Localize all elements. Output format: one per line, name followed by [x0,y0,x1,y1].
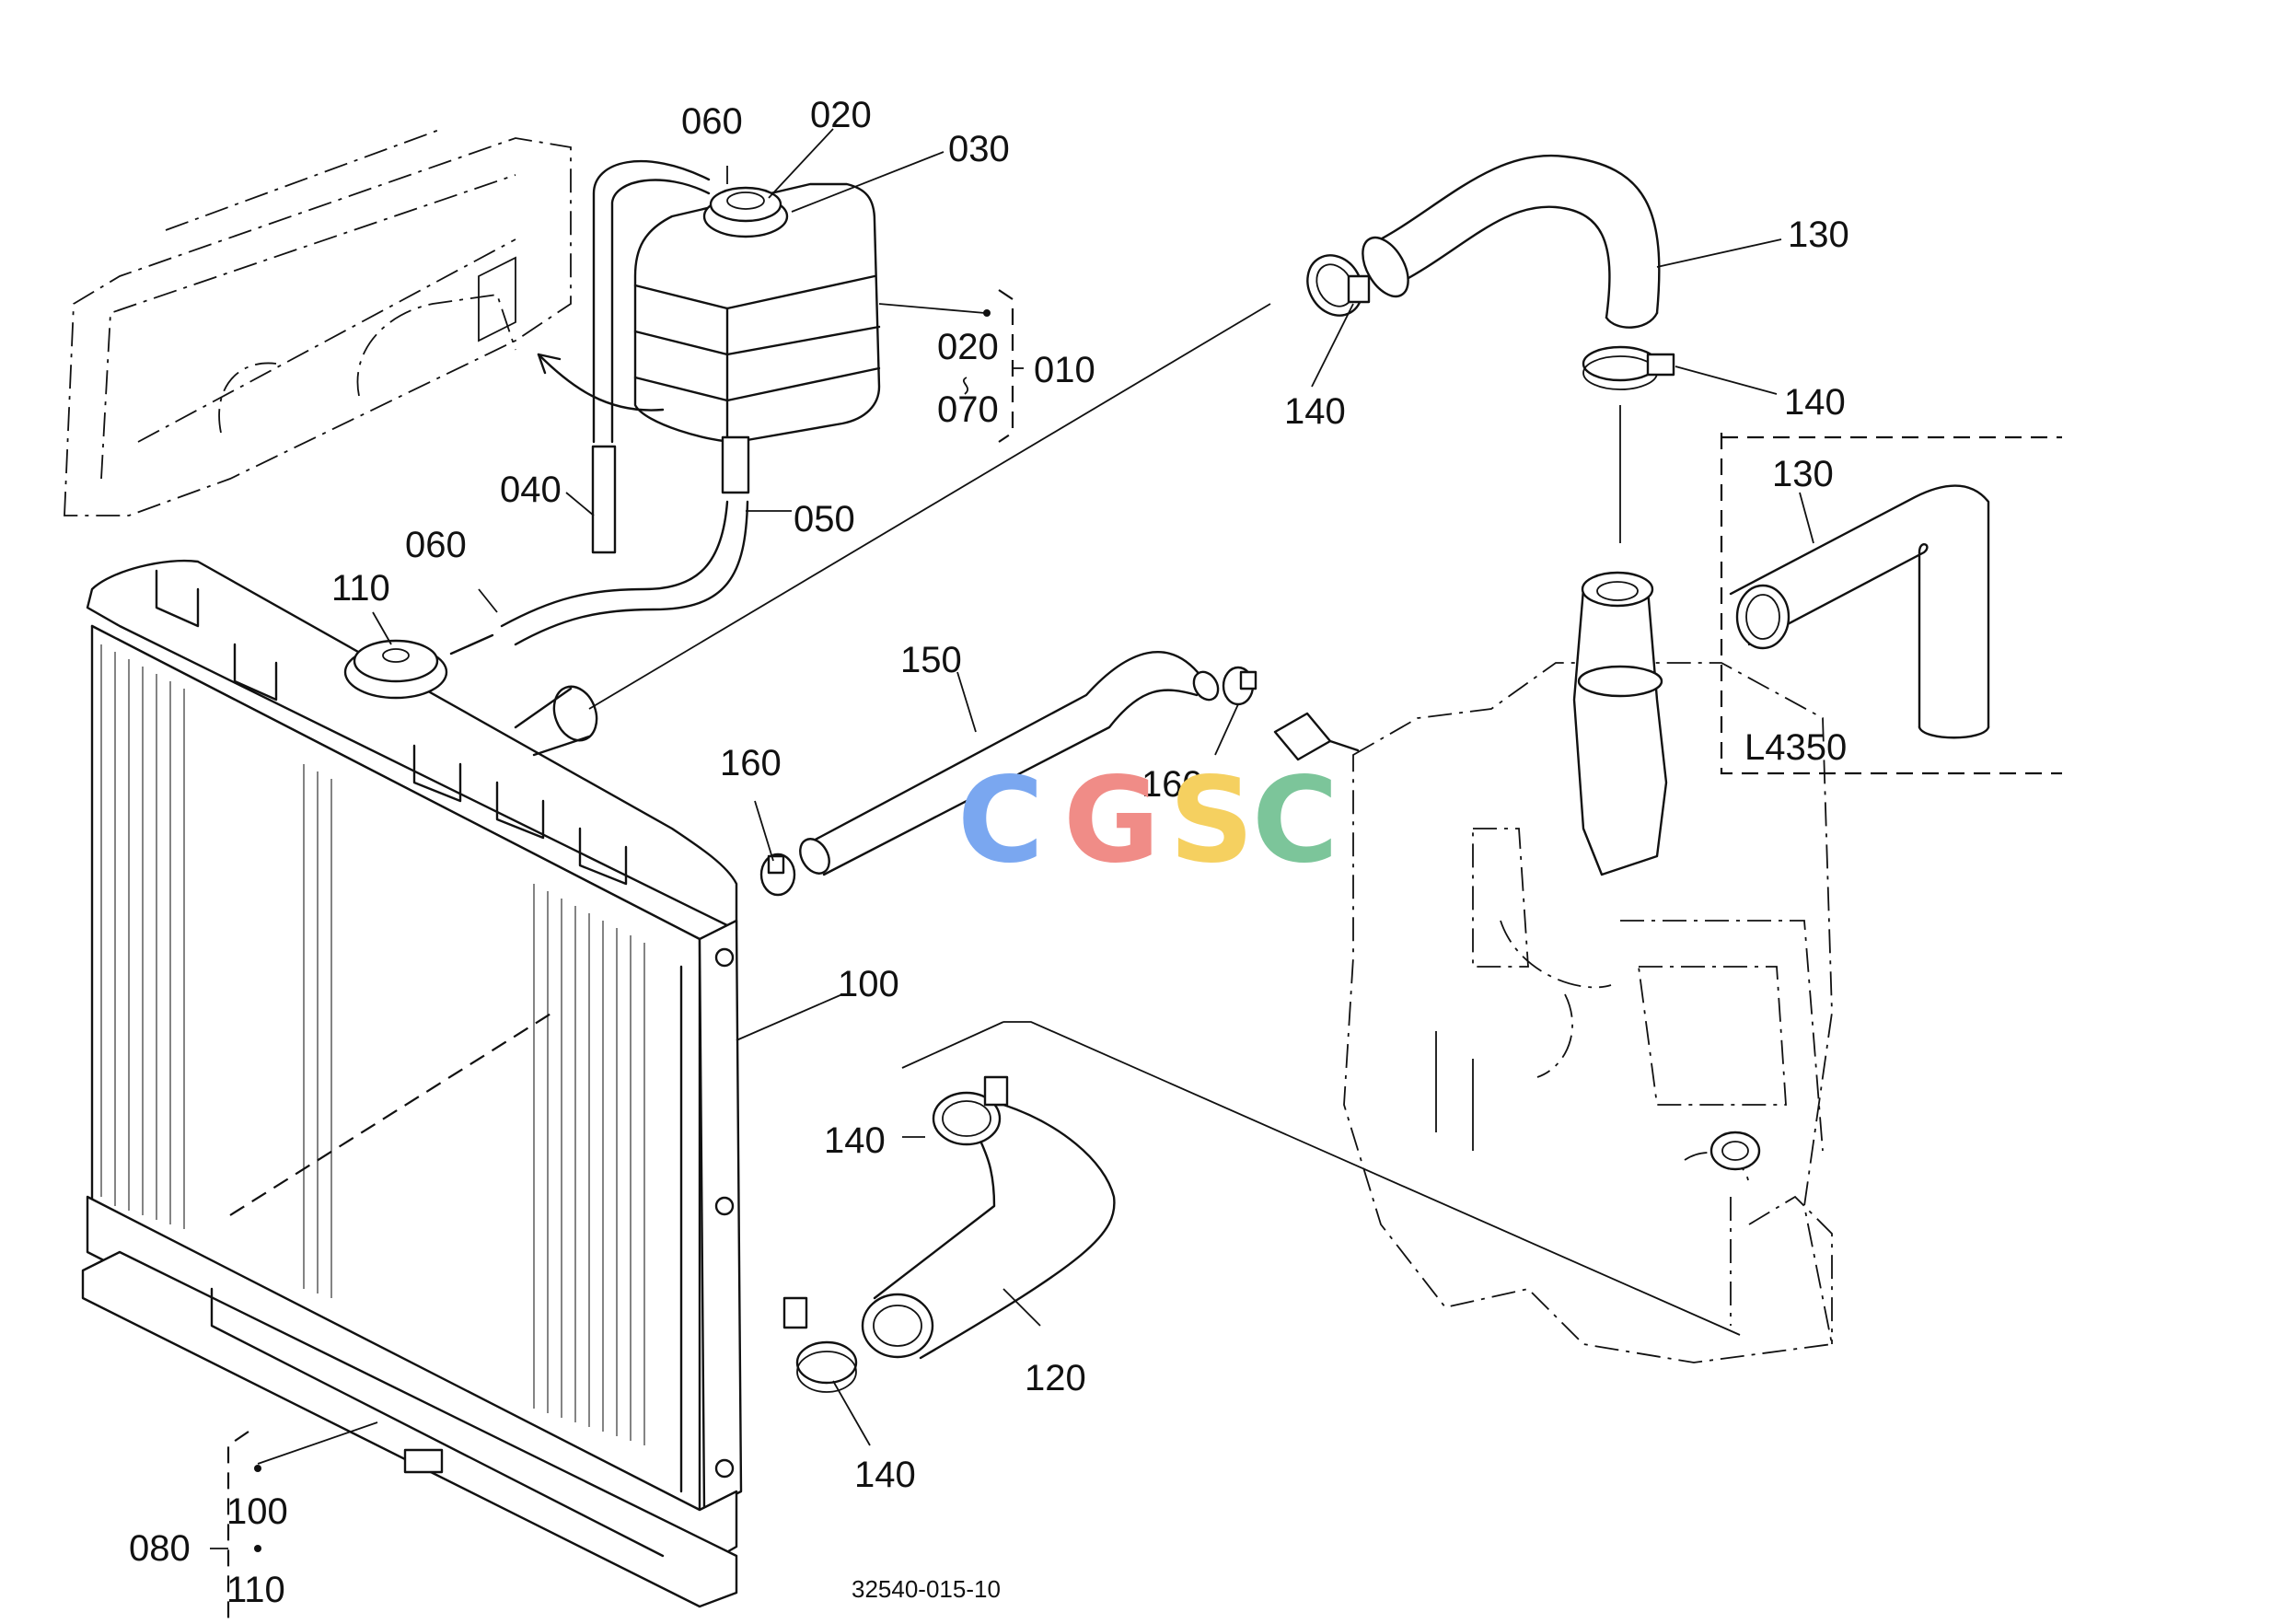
label-010: 010 [1034,350,1095,390]
upper-hose-130 [1362,154,1661,329]
bypass-fitting [1273,712,1360,761]
label-150: 150 [900,640,962,680]
label-020-top: 020 [810,95,872,135]
label-100-group: 100 [226,1491,288,1532]
radiator-fins [100,644,645,1445]
leader-lines [257,128,1782,1465]
watermark-letter-c2: C [1252,752,1339,889]
label-110-group: 110 [226,1570,285,1610]
bonnet-outline [64,128,572,516]
label-130-top: 130 [1788,215,1849,255]
inset-model-label: L4350 [1744,727,1847,768]
label-140-upper-right: 140 [1784,382,1846,423]
bypass-hose-150 [799,651,1220,876]
label-070-group: 070 [937,389,999,430]
clamp-140-upper-left [1306,254,1371,317]
label-040: 040 [500,470,562,510]
label-030: 030 [948,129,1010,169]
label-140-lower-left: 140 [824,1120,886,1161]
watermark-logo: C G S C [957,752,1339,889]
label-050: 050 [794,499,855,539]
inset-l4350 [1720,433,2062,775]
watermark-letter-g: G [1063,752,1160,889]
hose-050 [500,500,749,646]
label-160-left: 160 [720,743,782,783]
clamp-160-left [759,853,796,897]
label-080: 080 [129,1528,191,1569]
label-140-upper-left: 140 [1284,391,1346,432]
figure-code: 32540-015-10 [852,1575,1001,1603]
label-110-top: 110 [331,568,390,609]
engine-block [1343,571,1834,1363]
watermark-letter-c1: C [957,752,1044,889]
watermark-letter-s: S [1169,752,1254,889]
clamp-140-lower-bottom [782,1296,858,1393]
label-100-right: 100 [838,964,899,1004]
label-120: 120 [1025,1358,1086,1398]
part-labels: 060 020 030 130 140 140 020 070 010 040 … [129,95,1849,1610]
bracket-010 [962,289,1024,443]
label-160-right: 160 [1142,764,1203,805]
lower-hose-120 [861,1103,1116,1360]
bracket-080 [210,1431,261,1624]
label-060-mid: 060 [405,525,467,565]
clamp-140-lower-upper [932,1075,1009,1146]
radiator [81,559,743,1608]
clamp-160-right [1222,666,1257,706]
inset-label-130: 130 [1772,454,1834,494]
reserve-tank [633,182,881,494]
clamp-140-upper-right [1582,345,1675,390]
label-020-group: 020 [937,327,999,367]
label-060-top: 060 [681,101,743,142]
label-140-bottom: 140 [854,1455,916,1495]
overflow-hose-040 [591,159,711,554]
